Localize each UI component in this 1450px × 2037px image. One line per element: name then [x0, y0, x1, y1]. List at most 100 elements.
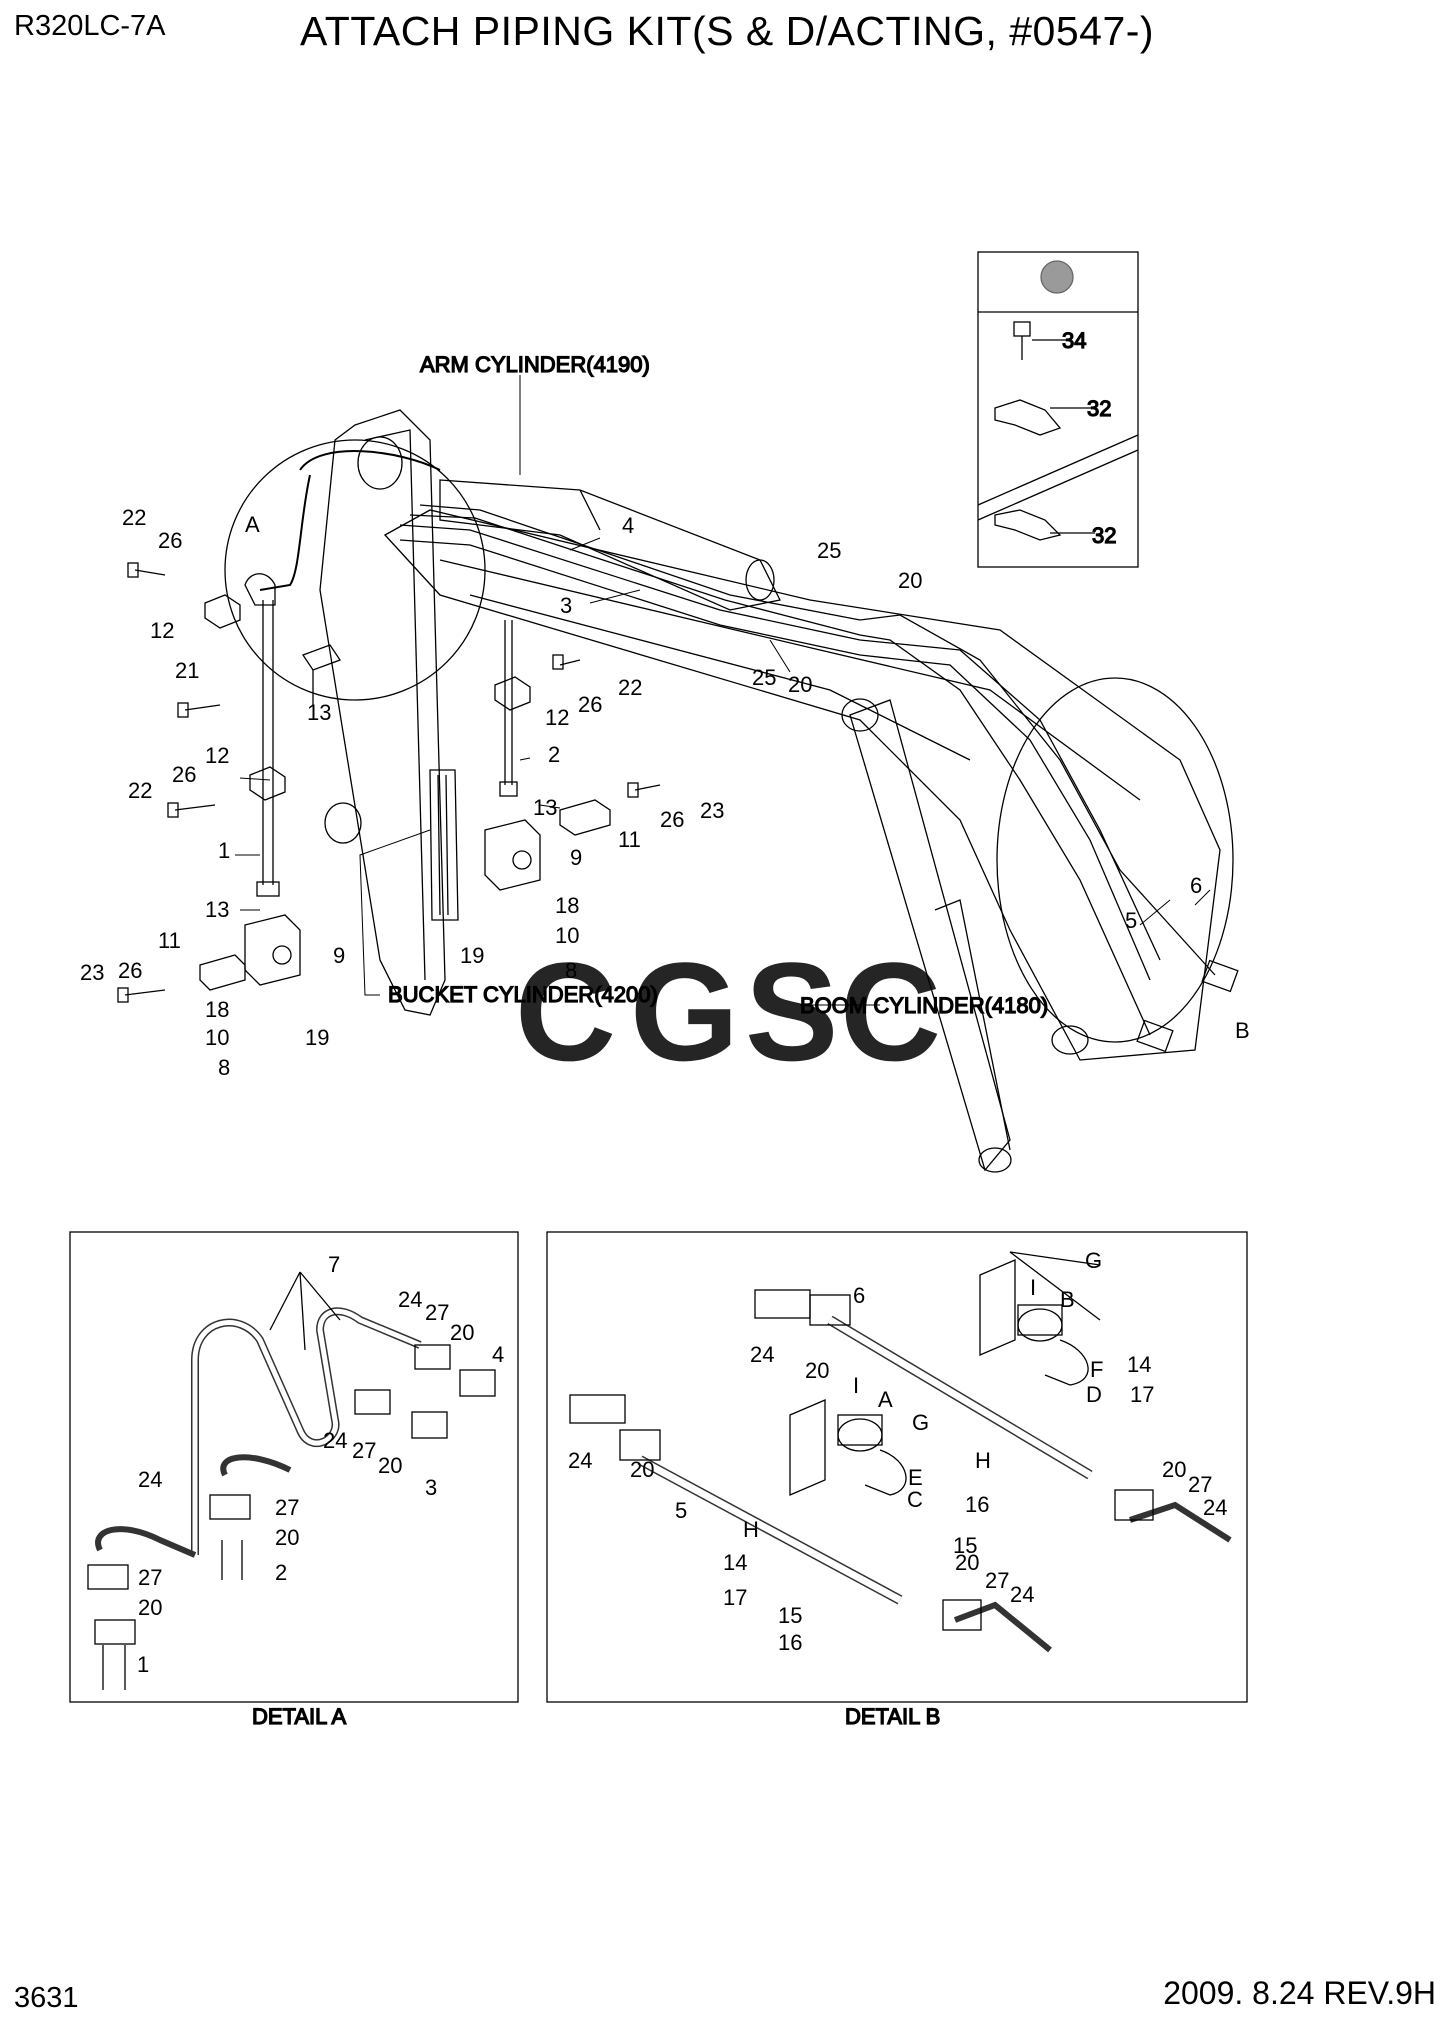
main-label-27: 23	[700, 798, 724, 823]
watermark-g: G	[630, 933, 739, 1090]
detail-b-label-17: C	[907, 1487, 923, 1512]
detail-a-label-9: 24	[138, 1467, 162, 1492]
main-label-2: 22	[122, 505, 146, 530]
boom-cylinder	[849, 699, 1012, 1173]
main-label-16: 18	[205, 997, 229, 1022]
main-label-33: 3	[560, 593, 572, 618]
bracket-11a	[199, 954, 246, 991]
detail-b-label-1: I	[1030, 1275, 1036, 1300]
detail-b-label-30: 15	[778, 1603, 802, 1628]
detail-a-label-5: 24	[323, 1428, 347, 1453]
valve-9a	[244, 914, 301, 986]
main-label-21: 12	[545, 705, 569, 730]
main-label-20: 2	[548, 742, 560, 767]
detail-a-label-13: 27	[138, 1565, 162, 1590]
detail-b-label-4: 24	[750, 1342, 774, 1367]
watermark-c1: C	[515, 933, 616, 1090]
detail-a-circle	[224, 439, 486, 701]
bracket-11b	[559, 799, 611, 836]
detail-b-box	[546, 1231, 1248, 1703]
main-label-24: 13	[533, 795, 557, 820]
clamp-12a	[204, 594, 241, 629]
detail-a-label-15: 1	[137, 1652, 149, 1677]
main-label-29: 18	[555, 893, 579, 918]
main-label-34: 4	[622, 513, 634, 538]
main-label-40: 6	[1190, 873, 1202, 898]
main-label-30: 10	[555, 923, 579, 948]
main-label-7: 12	[205, 743, 229, 768]
detail-b-label-8: D	[1086, 1382, 1102, 1407]
arm-structure	[319, 409, 459, 1016]
main-label-36: 20	[898, 568, 922, 593]
detail-b-label-23: 16	[965, 1492, 989, 1517]
detail-b-label-25: 27	[1188, 1472, 1212, 1497]
main-label-1: B	[1235, 1018, 1250, 1043]
detail-a-label-11: 20	[275, 1525, 299, 1550]
callout-arm-cylinder: ARM CYLINDER(4190)	[420, 352, 650, 377]
detail-b-label-15: 5	[675, 1498, 687, 1523]
detail-b-label-27: 20	[955, 1550, 979, 1575]
main-label-0: A	[245, 512, 260, 537]
detail-a-label-12: 2	[275, 1560, 287, 1585]
detail-b-label-16: E	[908, 1465, 923, 1490]
page-title: ATTACH PIPING KIT(S & D/ACTING, #0547-)	[300, 8, 1155, 54]
pipe-5	[409, 514, 1151, 1036]
watermark-cgsc: C G S C	[515, 933, 941, 1090]
flange-b2	[1136, 1019, 1174, 1053]
detail-a-box	[69, 1231, 519, 1703]
clamp-12c	[494, 676, 531, 711]
detail-b-label-18: H	[743, 1517, 759, 1542]
bolts	[117, 562, 661, 1003]
detail-b-label-10: I	[853, 1373, 859, 1398]
shading-marker	[1040, 260, 1074, 294]
detail-a-label-3: 20	[450, 1320, 474, 1345]
pipe-4	[399, 539, 1151, 981]
model-code: R320LC-7A	[14, 10, 166, 42]
main-label-13: 11	[158, 928, 181, 953]
main-label-17: 10	[205, 1025, 229, 1050]
main-label-23: 22	[618, 675, 642, 700]
callout-bucket-cylinder: BUCKET CYLINDER(4200)	[388, 982, 658, 1007]
detail-b-label-6: 14	[1127, 1352, 1151, 1377]
boom-structure	[383, 509, 1221, 1061]
pipe-3	[399, 524, 1161, 961]
callout-boom-cylinder: BOOM CYLINDER(4180)	[800, 993, 1048, 1018]
detail-b-label-9: 17	[1130, 1382, 1154, 1407]
detail-b-label-29: 24	[1010, 1582, 1034, 1607]
main-label-8: 26	[172, 762, 196, 787]
detail-b-label-31: 16	[778, 1630, 802, 1655]
main-label-28: 9	[570, 845, 582, 870]
detail-b-title: DETAIL B	[845, 1704, 940, 1729]
detail-a-label-7: 20	[378, 1453, 402, 1478]
detail-a-label-14: 20	[138, 1595, 162, 1620]
main-label-5: 21	[175, 658, 199, 683]
main-label-19: 8	[218, 1055, 230, 1080]
watermark-c2: C	[840, 933, 941, 1090]
main-label-38: 20	[788, 672, 812, 697]
detail-b-label-12: G	[912, 1410, 929, 1435]
detail-b-label-28: 27	[985, 1568, 1009, 1593]
main-label-39: 5	[1125, 908, 1137, 933]
detail-a-label-0: 7	[328, 1252, 340, 1277]
arm-cylinder	[439, 479, 781, 611]
main-label-26: 26	[660, 807, 684, 832]
page-number: 3631	[14, 1982, 79, 2014]
main-label-6: 13	[307, 700, 331, 725]
detail-b-label-14: 20	[630, 1457, 654, 1482]
elbow-upper	[244, 573, 276, 606]
detail-b-label-3: 6	[853, 1283, 865, 1308]
main-label-9: 22	[128, 778, 152, 803]
detail-a-label-6: 27	[352, 1438, 376, 1463]
inset-label-32b: 32	[1092, 523, 1116, 548]
main-label-37: 25	[752, 665, 776, 690]
detail-a-label-1: 24	[398, 1287, 422, 1312]
leader-lines	[235, 375, 1211, 1006]
detail-a-label-4: 4	[492, 1342, 504, 1367]
plate-13	[302, 644, 341, 671]
detail-b-label-22: 15	[953, 1533, 977, 1558]
hose-7	[299, 450, 441, 471]
detail-b-label-2: B	[1060, 1287, 1075, 1312]
